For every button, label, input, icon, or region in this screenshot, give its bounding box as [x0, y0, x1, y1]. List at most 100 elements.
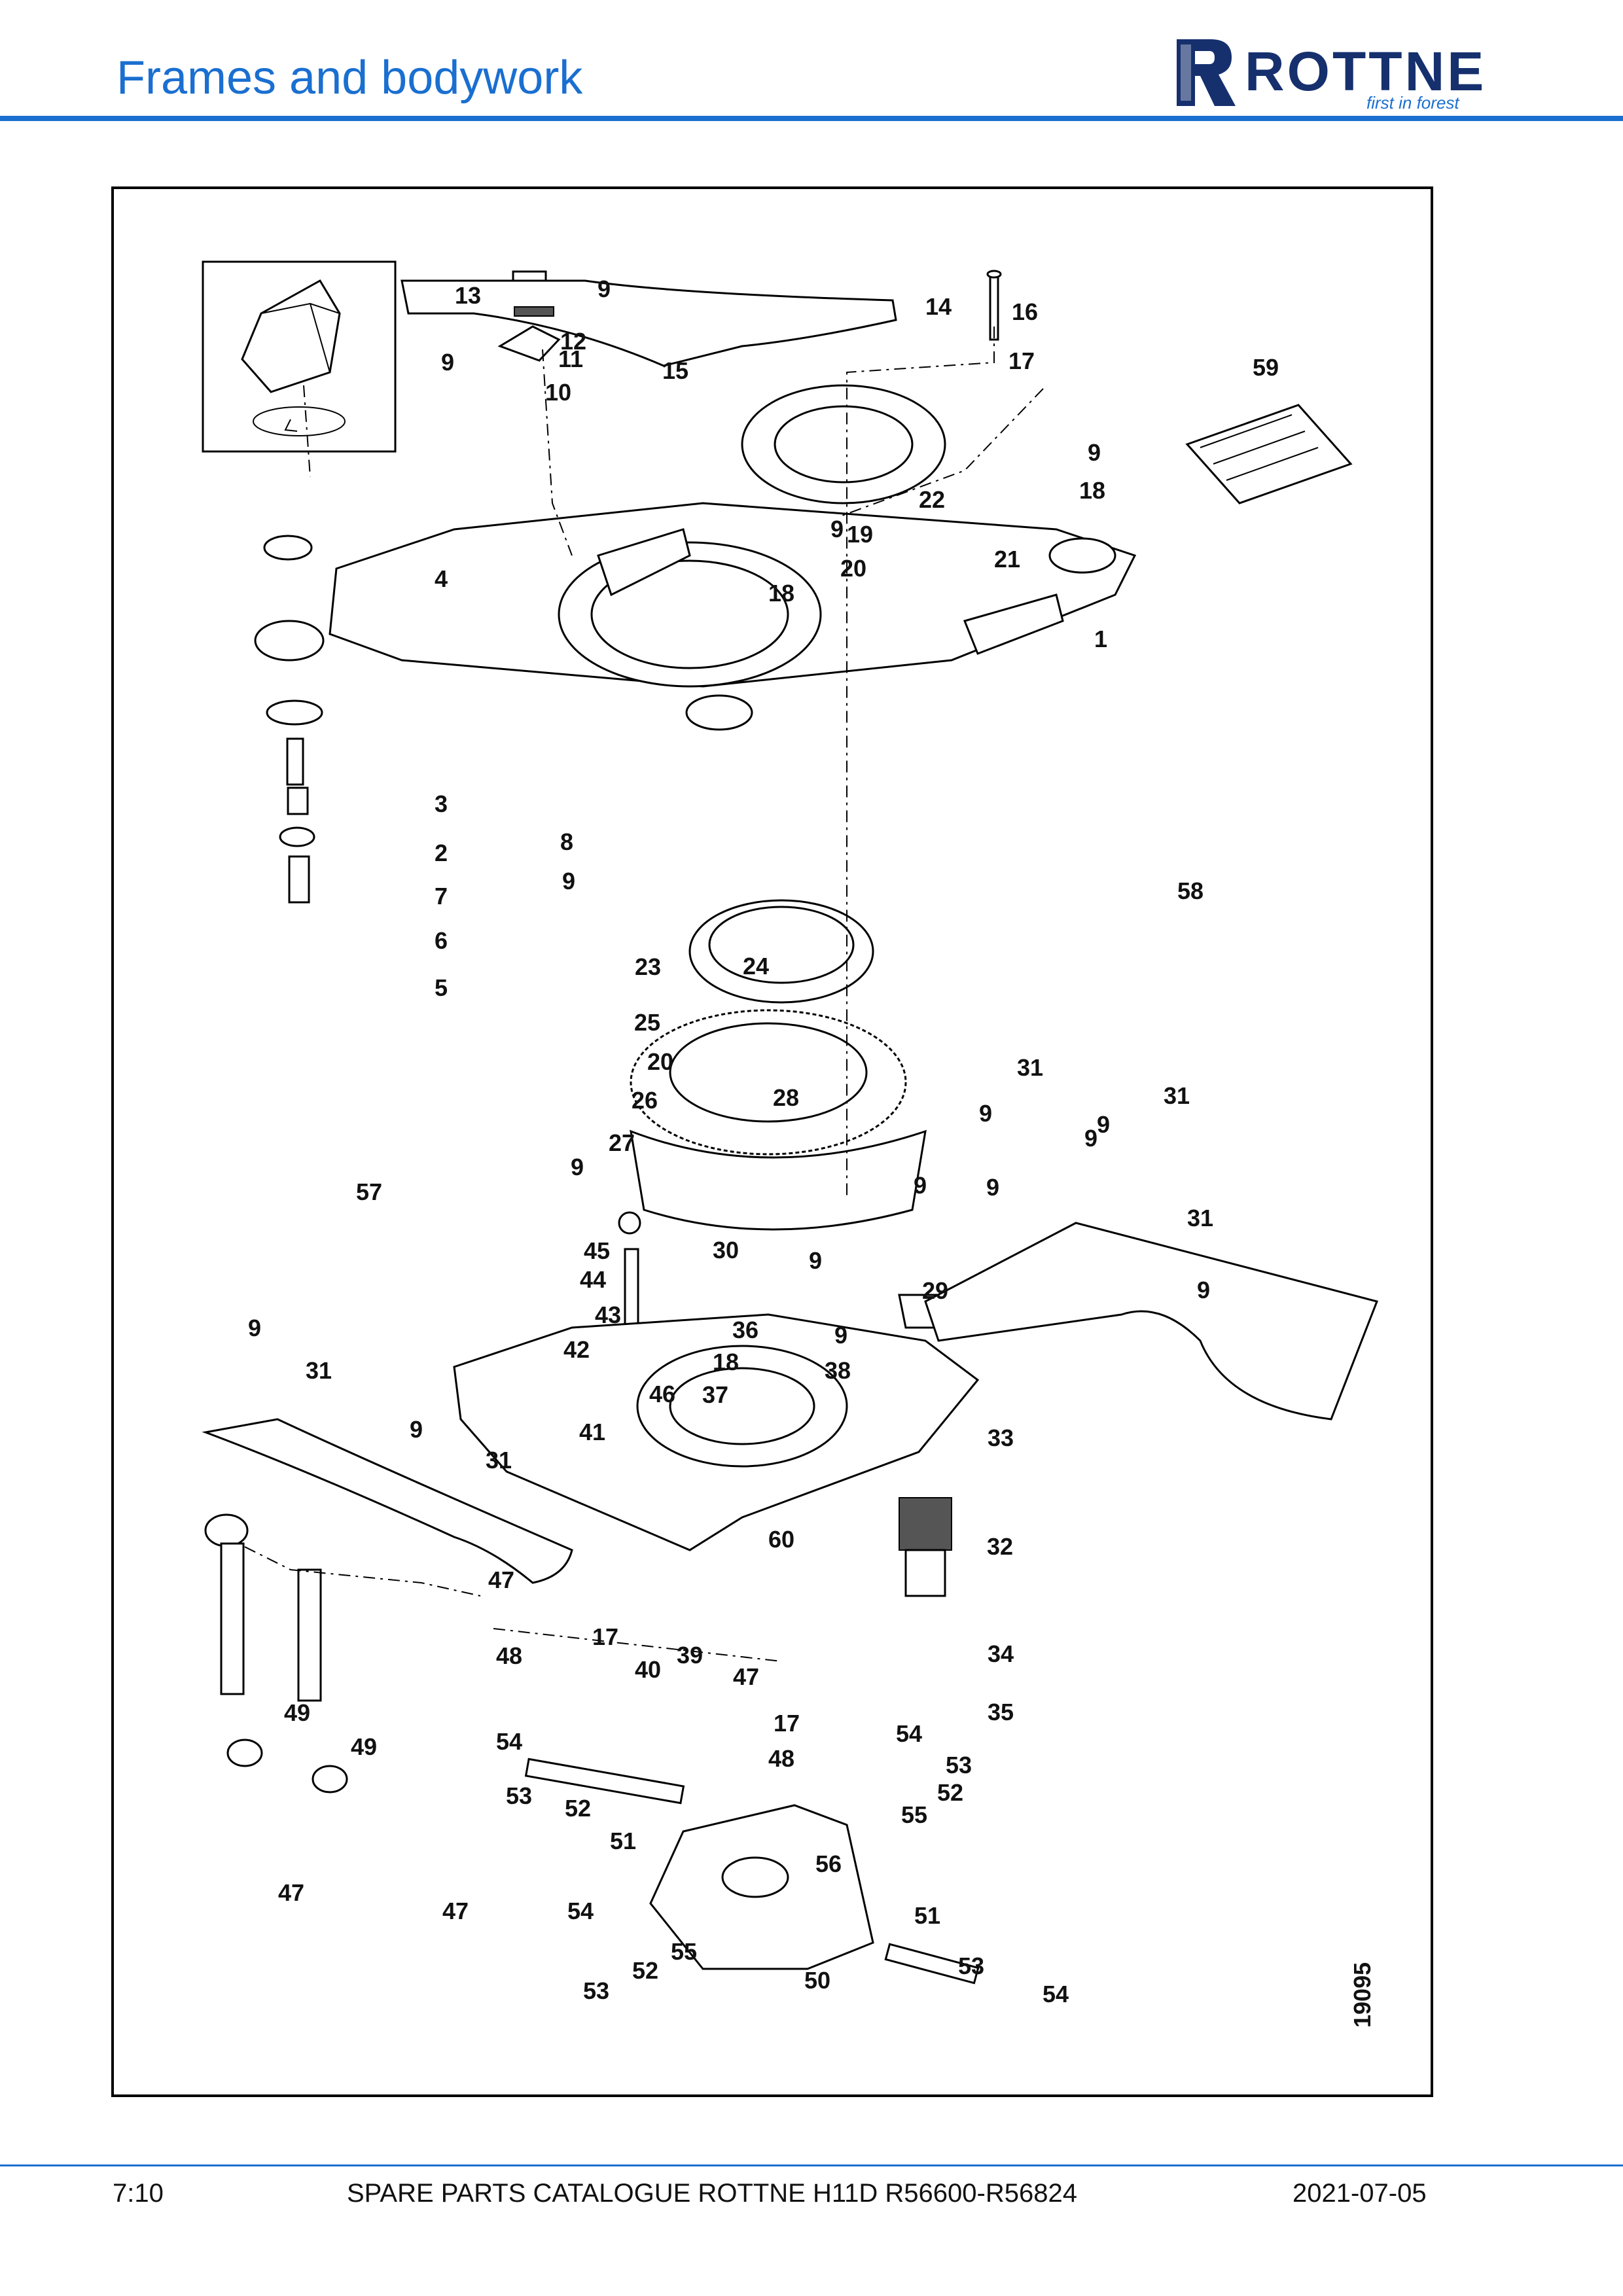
callout-label: 54 — [496, 1728, 522, 1755]
callout-label: 47 — [278, 1879, 304, 1906]
callout-label: 8 — [560, 828, 573, 855]
exploded-view-frame: 1 2 3 4 5 6 7 8 9 9 9 9 9 9 9 9 9 9 9 9 … — [111, 186, 1433, 2097]
callout-label: 23 — [635, 953, 661, 980]
callout-label: 9 — [571, 1154, 584, 1180]
callout-label: 46 — [649, 1381, 675, 1407]
callout-label: 52 — [565, 1795, 591, 1822]
callout-label: 54 — [567, 1898, 594, 1924]
svg-text:ROTTNE: ROTTNE — [1245, 41, 1486, 102]
left-guard-plate — [202, 1418, 573, 1584]
callout-label: 26 — [632, 1087, 658, 1114]
callout-label: 1 — [1094, 626, 1107, 652]
callout-label: 21 — [994, 546, 1020, 573]
callout-label: 56 — [815, 1850, 842, 1877]
callout-label: 15 — [662, 357, 688, 384]
callout-label: 59 — [1253, 354, 1279, 381]
callout-label: 7 — [435, 883, 448, 910]
callout-label: 33 — [988, 1424, 1014, 1451]
callout-label: 9 — [597, 275, 611, 302]
callout-label: 36 — [732, 1316, 758, 1343]
callout-label: 27 — [609, 1129, 635, 1156]
callout-label: 19 — [847, 521, 873, 548]
callout-label: 9 — [1197, 1277, 1210, 1303]
exploded-view-drawing: 1 2 3 4 5 6 7 8 9 9 9 9 9 9 9 9 9 9 9 9 … — [202, 260, 1379, 2028]
top-cover-plate — [401, 279, 897, 367]
callout-label: 9 — [979, 1100, 992, 1127]
right-guard-plate — [924, 1222, 1379, 1421]
callout-label: 5 — [435, 974, 448, 1001]
callout-label: 53 — [946, 1752, 972, 1778]
callout-label: 37 — [702, 1381, 728, 1408]
main-frame — [254, 502, 1137, 731]
callout-label: 47 — [733, 1663, 759, 1690]
callout-label: 12 — [560, 328, 586, 355]
bearing-ring-plate — [741, 384, 946, 504]
svg-text:first in forest: first in forest — [1366, 93, 1460, 111]
gear-ring — [630, 1009, 907, 1156]
kingpin-stack — [263, 535, 323, 904]
callout-label: 31 — [1187, 1205, 1213, 1231]
catalogue-date: 2021-07-05 — [1293, 2179, 1427, 2208]
protective-grid-plate — [1185, 404, 1353, 504]
callout-label: 42 — [563, 1336, 590, 1363]
callout-label: 40 — [635, 1656, 661, 1683]
callout-label: 57 — [356, 1178, 382, 1205]
callout-label: 31 — [306, 1357, 332, 1384]
callout-label: 9 — [834, 1322, 847, 1349]
callout-label: 44 — [580, 1266, 606, 1293]
callout-label: 9 — [986, 1174, 999, 1201]
callout-label: 16 — [1012, 298, 1038, 325]
callout-label: 9 — [1084, 1125, 1097, 1152]
callout-label: 6 — [435, 927, 448, 954]
callout-label: 18 — [768, 580, 794, 607]
callout-label: 53 — [958, 1952, 984, 1979]
assembly-leader-lines — [244, 327, 1044, 1662]
callout-label: 55 — [901, 1801, 927, 1828]
callout-label: 47 — [488, 1566, 514, 1593]
base-frame — [453, 1313, 980, 1551]
callout-label: 31 — [486, 1447, 512, 1474]
lower-housing — [630, 1129, 927, 1231]
callout-label: 20 — [647, 1048, 673, 1075]
callout-label: 51 — [914, 1902, 940, 1929]
callout-label: 9 — [809, 1247, 822, 1274]
callout-label: 20 — [840, 555, 866, 582]
callout-label: 43 — [595, 1301, 621, 1328]
callout-label: 55 — [671, 1938, 697, 1965]
page-number: 7:10 — [113, 2179, 164, 2208]
callout-label: 52 — [632, 1957, 658, 1984]
header-divider — [0, 116, 1623, 121]
rotation-view-inset — [202, 260, 397, 453]
callout-label: 24 — [743, 953, 769, 980]
footer-divider — [0, 2164, 1623, 2166]
callout-label: 9 — [410, 1416, 423, 1443]
callout-label: 9 — [914, 1172, 927, 1199]
callout-label: 31 — [1164, 1082, 1190, 1109]
long-bolt — [986, 270, 1002, 341]
callout-label: 54 — [1043, 1981, 1069, 2007]
callout-label: 48 — [496, 1642, 522, 1669]
callout-label: 51 — [610, 1828, 636, 1854]
callout-label: 9 — [441, 349, 454, 376]
callout-label: 4 — [435, 565, 448, 592]
callout-label: 29 — [922, 1277, 948, 1304]
callout-label: 11 — [558, 345, 583, 372]
callout-label: 18 — [1079, 477, 1105, 504]
page-title: Frames and bodywork — [116, 52, 583, 104]
pivot-frame — [524, 1757, 980, 1985]
callout-label: 31 — [1017, 1054, 1043, 1081]
logo-mark-icon — [1177, 39, 1236, 106]
callout-label: 14 — [925, 293, 952, 320]
callout-label: 58 — [1177, 877, 1204, 904]
callout-label: 25 — [634, 1009, 660, 1036]
callout-label: 53 — [506, 1782, 532, 1809]
callout-label: 45 — [584, 1237, 610, 1264]
drawing-number: 19095 — [1349, 1962, 1376, 2028]
callout-label: 49 — [351, 1733, 377, 1760]
callout-label: 53 — [583, 1977, 609, 2004]
callout-label: 2 — [435, 839, 448, 866]
callout-label: 32 — [987, 1533, 1013, 1560]
callout-label: 17 — [1008, 347, 1035, 374]
callout-label: 9 — [248, 1315, 261, 1341]
callout-label: 9 — [1088, 439, 1101, 466]
